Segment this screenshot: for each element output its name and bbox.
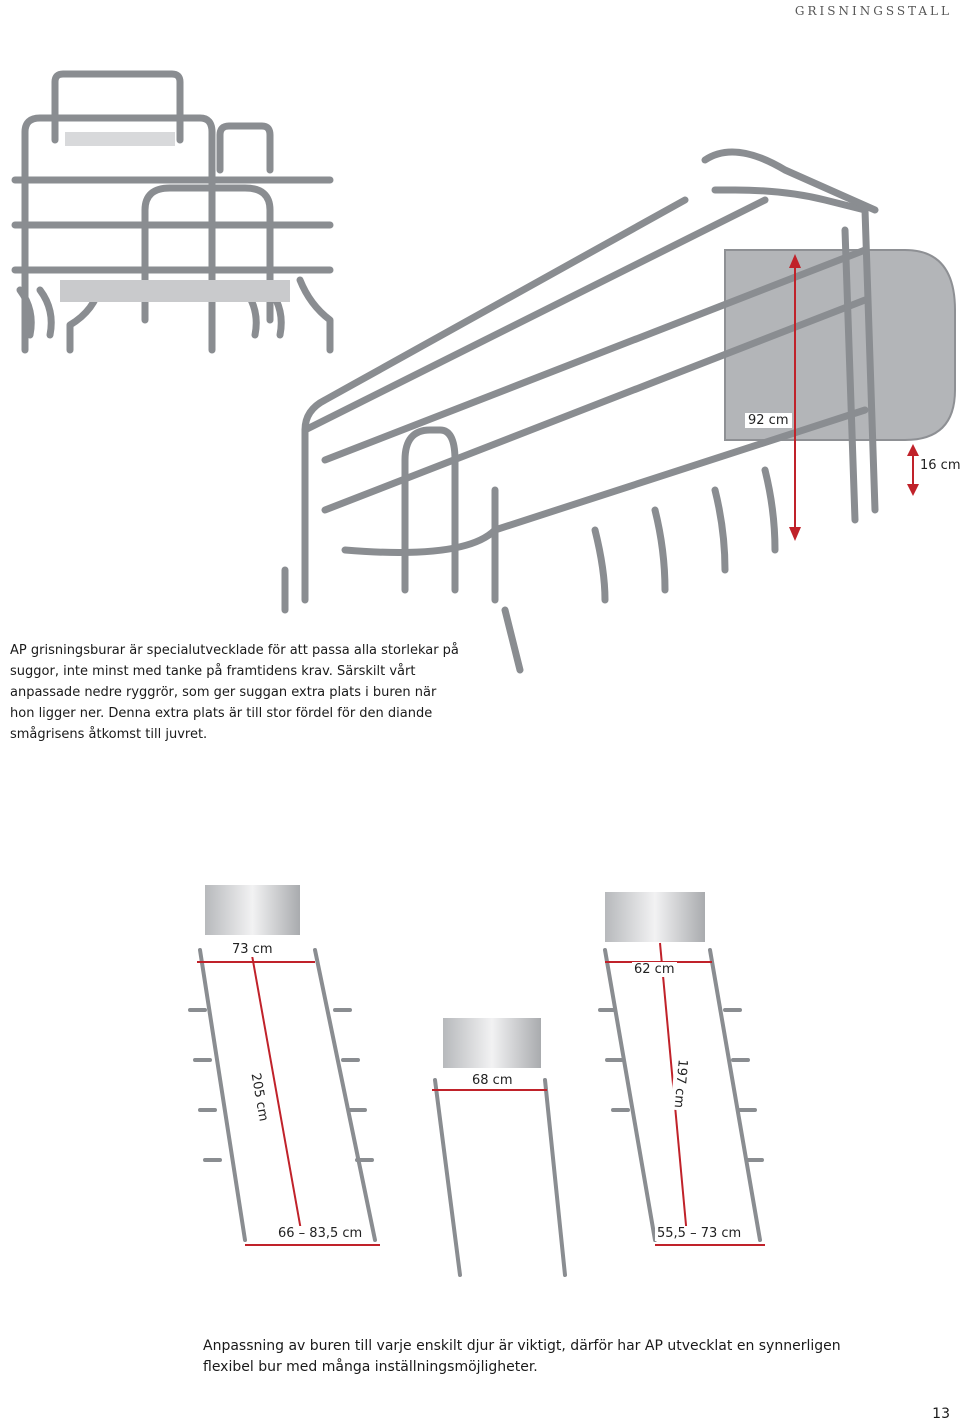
section-header: GRISNINGSSTALL	[794, 0, 952, 20]
crate3-front-width-label: 62 cm	[632, 962, 677, 977]
clearance-dimension-label: 16 cm	[920, 458, 960, 473]
crate-front-view-illustration	[11, 70, 334, 354]
height-dimension-label: 92 cm	[745, 413, 792, 428]
bottom-caption: Anpassning av buren till varje enskilt d…	[203, 1338, 841, 1375]
intro-paragraph: AP grisningsburar är specialutvecklade f…	[10, 643, 459, 742]
crate2-front-width-label: 68 cm	[470, 1073, 515, 1088]
crate-top-view-diagrams	[188, 885, 765, 1277]
crate-perspective-illustration	[281, 148, 956, 674]
page-number: 13	[932, 1406, 950, 1422]
crate1-front-width-label: 73 cm	[230, 942, 275, 957]
crate3-rear-width-label: 55,5 – 73 cm	[655, 1226, 744, 1241]
crate1-rear-width-label: 66 – 83,5 cm	[276, 1226, 365, 1241]
